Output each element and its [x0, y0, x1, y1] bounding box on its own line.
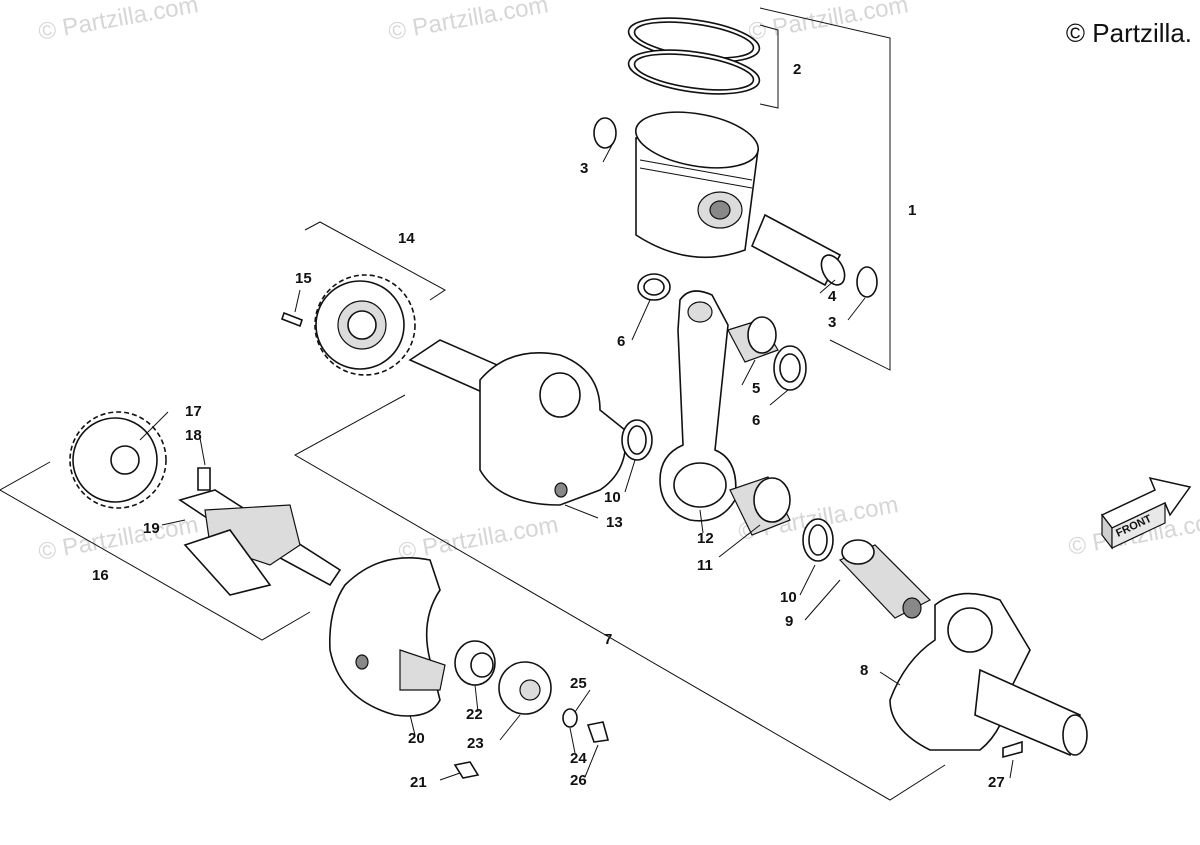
- balance-shaft: [178, 489, 342, 596]
- watermarks: © Partzilla.com © Partzilla.com © Partzi…: [36, 0, 1200, 566]
- watermark: © Partzilla.com: [396, 511, 560, 566]
- water-pump-impeller: [498, 661, 552, 715]
- leader-lines: [139, 144, 1014, 781]
- circlip: [593, 117, 617, 149]
- callout-12: 12: [697, 530, 714, 547]
- bolt: [586, 721, 610, 743]
- callout-6: 6: [752, 412, 760, 429]
- gear-14: [314, 274, 416, 376]
- callout-20: 20: [408, 730, 425, 747]
- callout-3: 3: [580, 160, 588, 177]
- bolt: [453, 761, 480, 779]
- gear-17: [69, 411, 167, 509]
- dowel-pin: [197, 467, 211, 491]
- crankshaft-half: [408, 339, 627, 506]
- oil-seal: [454, 640, 496, 686]
- watermark: © Partzilla.com: [386, 0, 550, 46]
- piston-pin: [750, 213, 846, 287]
- washer: [562, 708, 578, 728]
- callout-8: 8: [860, 662, 868, 679]
- bracket-group-1: [759, 7, 891, 371]
- crank-web: [328, 557, 446, 717]
- callout-23: 23: [467, 735, 484, 752]
- crank-pin: [838, 539, 932, 619]
- callout-14: 14: [398, 230, 415, 247]
- callout-6: 6: [617, 333, 625, 350]
- watermark: © Partzilla.com: [36, 0, 200, 46]
- callout-27: 27: [988, 774, 1005, 791]
- callout-10: 10: [780, 589, 797, 606]
- callout-19: 19: [143, 520, 160, 537]
- piston: [634, 111, 760, 259]
- callout-21: 21: [410, 774, 427, 791]
- bracket-group-7: [293, 394, 946, 801]
- bracket-group-14: [304, 221, 446, 301]
- callout-16: 16: [92, 567, 109, 584]
- circlip: [856, 266, 878, 298]
- callout-25: 25: [570, 675, 587, 692]
- crankshaft-half: [889, 592, 1088, 757]
- callout-26: 26: [570, 772, 587, 789]
- callout-3: 3: [828, 314, 836, 331]
- callout-24: 24: [570, 750, 587, 767]
- connecting-rod: [659, 290, 737, 522]
- big-end-bearing: [729, 476, 791, 536]
- callout-13: 13: [606, 514, 623, 531]
- callout-7: 7: [604, 631, 612, 648]
- callout-1: 1: [908, 202, 916, 219]
- piston-rings: [627, 17, 761, 95]
- watermark: © Partzilla.com: [746, 0, 910, 46]
- callout-22: 22: [466, 706, 483, 723]
- callout-5: 5: [752, 380, 760, 397]
- small-end-bearing: [727, 316, 779, 363]
- callout-4: 4: [828, 288, 837, 305]
- callout-11: 11: [697, 557, 713, 574]
- bracket-group-16: [0, 461, 311, 641]
- woodruff-key: [1002, 740, 1023, 759]
- dowel-pin: [281, 311, 303, 328]
- callout-9: 9: [785, 613, 793, 630]
- callout-2: 2: [793, 61, 801, 78]
- callout-10: 10: [604, 489, 621, 506]
- callout-17: 17: [185, 403, 202, 420]
- bracket-group-2: [759, 24, 779, 109]
- callout-18: 18: [185, 427, 202, 444]
- callout-15: 15: [295, 270, 312, 287]
- callouts: 1 2 3 3 4 5 6 6 7 8 9 10 10 11 12 13 14 …: [92, 61, 1005, 791]
- copyright-text: © Partzilla.: [1065, 18, 1192, 48]
